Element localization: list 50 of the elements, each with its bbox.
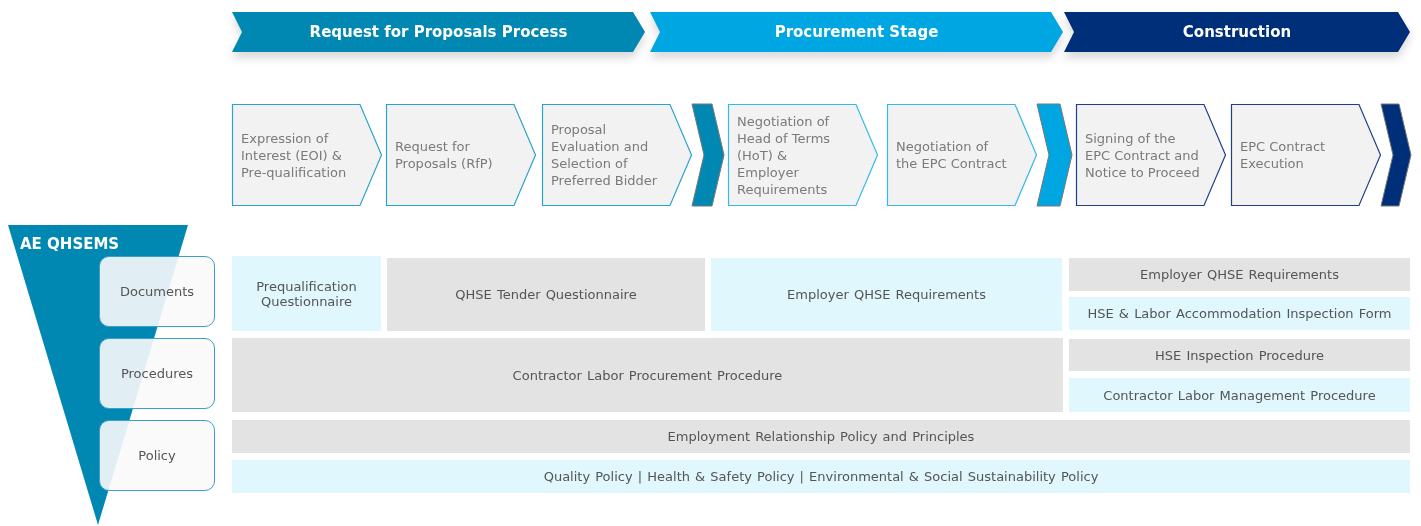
category-label: Procedures (119, 366, 195, 381)
step-label: Signing of the EPC Contract and Notice to Proceed (1085, 129, 1200, 181)
step-label: Negotiation of the EPC Contract (896, 138, 1008, 172)
process-step (728, 104, 878, 206)
document-bar (387, 258, 705, 331)
stage-title: Construction (1182, 23, 1292, 41)
bar-label: QHSE Tender Questionnaire (454, 287, 638, 302)
category-box (99, 256, 215, 327)
stage-title: Request for Proposals Process (309, 23, 568, 41)
category-label: Documents (118, 284, 196, 299)
bar-label: Employment Relationship Policy and Principles (666, 429, 976, 444)
category-label: Policy (137, 448, 177, 463)
bar-label: HSE Inspection Procedure (1154, 347, 1325, 363)
step-label: EPC Contract Execution (1240, 138, 1327, 172)
process-step (232, 104, 382, 206)
chevron-arrow (691, 103, 725, 207)
bar-label: Contractor Labor Management Procedure (1102, 387, 1377, 403)
document-bar (232, 338, 1063, 412)
chevron-arrow (1380, 103, 1412, 207)
process-step (1231, 104, 1381, 206)
category-box (99, 420, 215, 491)
process-step (542, 104, 692, 206)
bar-label: Employer QHSE Requirements (786, 287, 987, 302)
document-bar (1069, 297, 1410, 330)
document-bar (1069, 378, 1410, 412)
stage-title: Procurement Stage (774, 23, 939, 41)
bar-label: HSE & Labor Accommodation Inspection Form (1086, 306, 1393, 321)
process-step (887, 104, 1037, 206)
bar-label: Quality Policy | Health & Safety Policy | Environmental & Social Sustainability Policy (542, 469, 1100, 484)
process-step (1076, 104, 1226, 206)
document-bar (1069, 258, 1410, 291)
step-label: Negotiation of Head of Terms (HoT) & Employer Requirements (737, 112, 832, 198)
stage-banner (1064, 12, 1410, 52)
bar-label: Contractor Labor Procurement Procedure (511, 367, 784, 383)
step-label: Expression of Interest (EOI) & Pre-qualification (241, 129, 348, 181)
chevron-arrow (1036, 103, 1073, 207)
step-label: Proposal Evaluation and Selection of Preferred Bidder (551, 121, 659, 189)
bar-label: Employer QHSE Requirements (1139, 267, 1340, 282)
document-bar (711, 258, 1062, 331)
bar-label: Prequalification Questionnaire (255, 278, 358, 309)
document-bar (1069, 339, 1410, 371)
step-label: Request for Proposals (RfP) (395, 138, 494, 172)
process-step (386, 104, 536, 206)
stage-banner (232, 12, 645, 52)
document-bar (232, 460, 1410, 493)
category-box (99, 338, 215, 409)
stage-banner (650, 12, 1063, 52)
document-bar (232, 420, 1410, 453)
funnel-title: AE QHSEMS (20, 235, 120, 253)
document-bar (232, 256, 381, 331)
